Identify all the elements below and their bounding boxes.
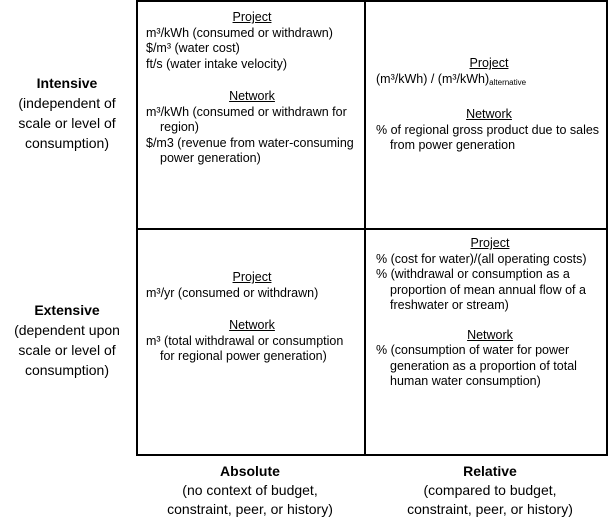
network-heading: Network	[229, 318, 275, 332]
project-heading: Project	[470, 236, 510, 250]
row-subtitle-line: consumption)	[24, 362, 110, 378]
project-heading: Project	[469, 56, 509, 70]
metric-item: % (cost for water)/(all operating costs)	[376, 251, 587, 266]
column-subtitle-line: (no context of budget,	[182, 482, 318, 498]
row-subtitle-line: (independent of	[18, 95, 116, 111]
metric-item: (m³/kWh) / (m³/kWh)alternative	[376, 72, 602, 91]
column-subtitle-line: constraint, peer, or history)	[407, 501, 573, 517]
metric-item: m³/yr (consumed or withdrawn)	[146, 285, 319, 300]
metric-item: ft/s (water intake velocity)	[146, 56, 288, 71]
metric-item: % (withdrawal or consumption as a propor…	[376, 267, 586, 312]
network-heading: Network	[466, 107, 512, 121]
network-heading: Network	[467, 327, 513, 342]
row-subtitle-line: scale or level of	[18, 342, 116, 358]
metric-item: m³/kWh (consumed or withdrawn)	[146, 25, 333, 40]
matrix-grid: Project m³/kWh (consumed or withdrawn) $…	[136, 0, 608, 456]
row-label-extensive: Extensive (dependent upon scale or level…	[0, 300, 134, 380]
network-heading: Network	[229, 89, 275, 103]
column-label-relative: Relative (compared to budget, constraint…	[372, 462, 608, 519]
cell-intensive-relative: Project (m³/kWh) / (m³/kWh)alternative N…	[376, 56, 602, 154]
grid-divider-horizontal	[138, 228, 606, 230]
metric-item: % of regional gross product due to sales…	[376, 122, 600, 153]
column-subtitle-line: constraint, peer, or history)	[167, 501, 333, 517]
metric-item: % (consumption of water for power genera…	[376, 343, 577, 388]
column-subtitle-line: (compared to budget,	[423, 482, 557, 498]
row-title-intensive: Intensive	[36, 75, 98, 91]
metric-item: $/m³ (water cost)	[146, 41, 240, 55]
row-subtitle-line: (dependent upon	[14, 322, 120, 338]
row-title-extensive: Extensive	[34, 302, 100, 318]
column-label-absolute: Absolute (no context of budget, constrai…	[136, 462, 364, 519]
project-heading: Project	[232, 10, 272, 24]
cell-intensive-absolute: Project m³/kWh (consumed or withdrawn) $…	[146, 10, 358, 167]
column-title-relative: Relative	[463, 463, 517, 479]
row-label-intensive: Intensive (independent of scale or level…	[0, 73, 134, 153]
cell-extensive-absolute: Project m³/yr (consumed or withdrawn) Ne…	[146, 270, 358, 365]
column-title-absolute: Absolute	[220, 463, 280, 479]
project-heading: Project	[232, 270, 272, 284]
row-subtitle-line: scale or level of	[18, 115, 116, 131]
cell-extensive-relative: Project % (cost for water)/(all operatin…	[376, 236, 604, 390]
metric-item: m³ (total withdrawal or consumption for …	[146, 333, 344, 364]
metric-item: $/m3 (revenue from water-consuming power…	[146, 135, 354, 166]
metric-item: m³/kWh (consumed or withdrawn for region…	[146, 104, 347, 135]
metric-text: (m³/kWh) / (m³/kWh)	[376, 71, 490, 86]
metric-subscript: alternative	[489, 77, 527, 87]
row-subtitle-line: consumption)	[24, 135, 110, 151]
